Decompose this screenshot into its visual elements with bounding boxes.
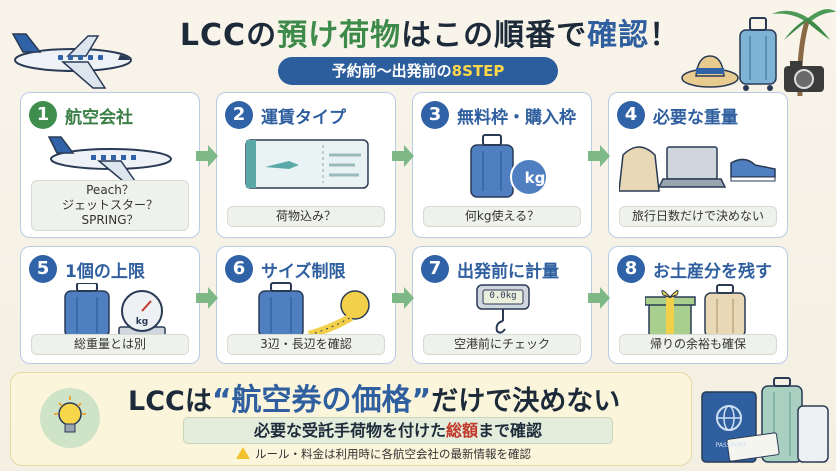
- step-note: Peach？ ジェットスター？ SPRING？: [31, 180, 189, 231]
- step-title: 運賃タイプ: [261, 108, 346, 128]
- arrow-right-icon: [196, 287, 218, 309]
- subtitle-banner: 予約前〜出発前の8STEP: [278, 57, 558, 85]
- step-number: 8: [617, 255, 645, 283]
- step-card-1: 1 航空会社 Peach？ ジェットスター？ SPRING？: [20, 92, 200, 238]
- step-title: 必要な重量: [653, 108, 738, 128]
- airplane-icon: [11, 33, 132, 89]
- step-number: 4: [617, 101, 645, 129]
- step-card-4: 4 必要な重量 旅行日数だけで決めない: [608, 92, 788, 238]
- step-note: 何kg使える？: [423, 206, 581, 227]
- step-note: 荷物込み？: [227, 206, 385, 227]
- passport-label: PASSPORT: [715, 442, 747, 449]
- scale-display: 0.0kg: [489, 291, 517, 301]
- step-number: 1: [29, 101, 57, 129]
- suitcase-icon: [470, 134, 548, 198]
- step-card-2: 2 運賃タイプ 荷物込み？: [216, 92, 396, 238]
- step-title: 航空会社: [65, 108, 133, 128]
- step-title: 出発前に計量: [457, 262, 559, 282]
- step-number: 5: [29, 255, 57, 283]
- step-card-7: 7 出発前に計量 0.0kg 空港前にチェック: [412, 246, 592, 364]
- step-note: 旅行日数だけで決めない: [619, 206, 777, 227]
- arrow-right-icon: [196, 145, 218, 167]
- step-title: 無料枠・購入枠: [457, 108, 576, 128]
- warning-icon: [236, 447, 250, 459]
- arrow-right-icon: [392, 287, 414, 309]
- step-card-8: 8 お土産分を残す 帰りの余裕も確保: [608, 246, 788, 364]
- arrow-right-icon: [588, 287, 610, 309]
- airplane-icon: [47, 136, 172, 182]
- luggage-scale-icon: [476, 284, 530, 334]
- step-card-6: 6 サイズ制限 3辺・長辺を確認: [216, 246, 396, 364]
- arrow-right-icon: [588, 145, 610, 167]
- step-title: サイズ制限: [261, 262, 346, 282]
- travel-items-illustration: [681, 9, 836, 96]
- gift-suitcase-icon: [645, 284, 746, 338]
- kg-badge: kg: [524, 169, 546, 187]
- warning-note: ルール・料金は利用時に各航空会社の最新情報を確認: [236, 446, 531, 462]
- step-title: お土産分を残す: [653, 262, 772, 282]
- suitcase-scale-icon: [64, 283, 166, 337]
- step-note: 総重量とは別: [31, 334, 189, 355]
- clothes-laptop-shoes-icon: [619, 146, 776, 192]
- step-card-3: 3 無料枠・購入枠 kg 何kg使える？: [412, 92, 592, 238]
- lightbulb-icon: [40, 388, 100, 448]
- step-number: 3: [421, 101, 449, 129]
- step-note: 帰りの余裕も確保: [619, 334, 777, 355]
- step-title: 1個の上限: [65, 262, 145, 282]
- step-note: 空港前にチェック: [423, 334, 581, 355]
- step-note: 3辺・長辺を確認: [227, 334, 385, 355]
- step-number: 2: [225, 101, 253, 129]
- main-message: LCCは“航空券の価格”だけで決めない: [128, 383, 621, 418]
- suitcase-tape-measure-icon: [258, 282, 370, 339]
- step-number: 7: [421, 255, 449, 283]
- step-number: 6: [225, 255, 253, 283]
- arrow-right-icon: [392, 145, 414, 167]
- step-card-5: 5 1個の上限 kg 総重量とは別: [20, 246, 200, 364]
- ticket-icon: [245, 139, 369, 189]
- page-title: LCCの預け荷物はこの順番で確認！: [179, 18, 681, 53]
- passport-suitcase-illustration: [701, 377, 829, 463]
- kg-label: kg: [135, 317, 149, 327]
- sub-message: 必要な受託手荷物を付けた総額まで確認: [183, 417, 613, 444]
